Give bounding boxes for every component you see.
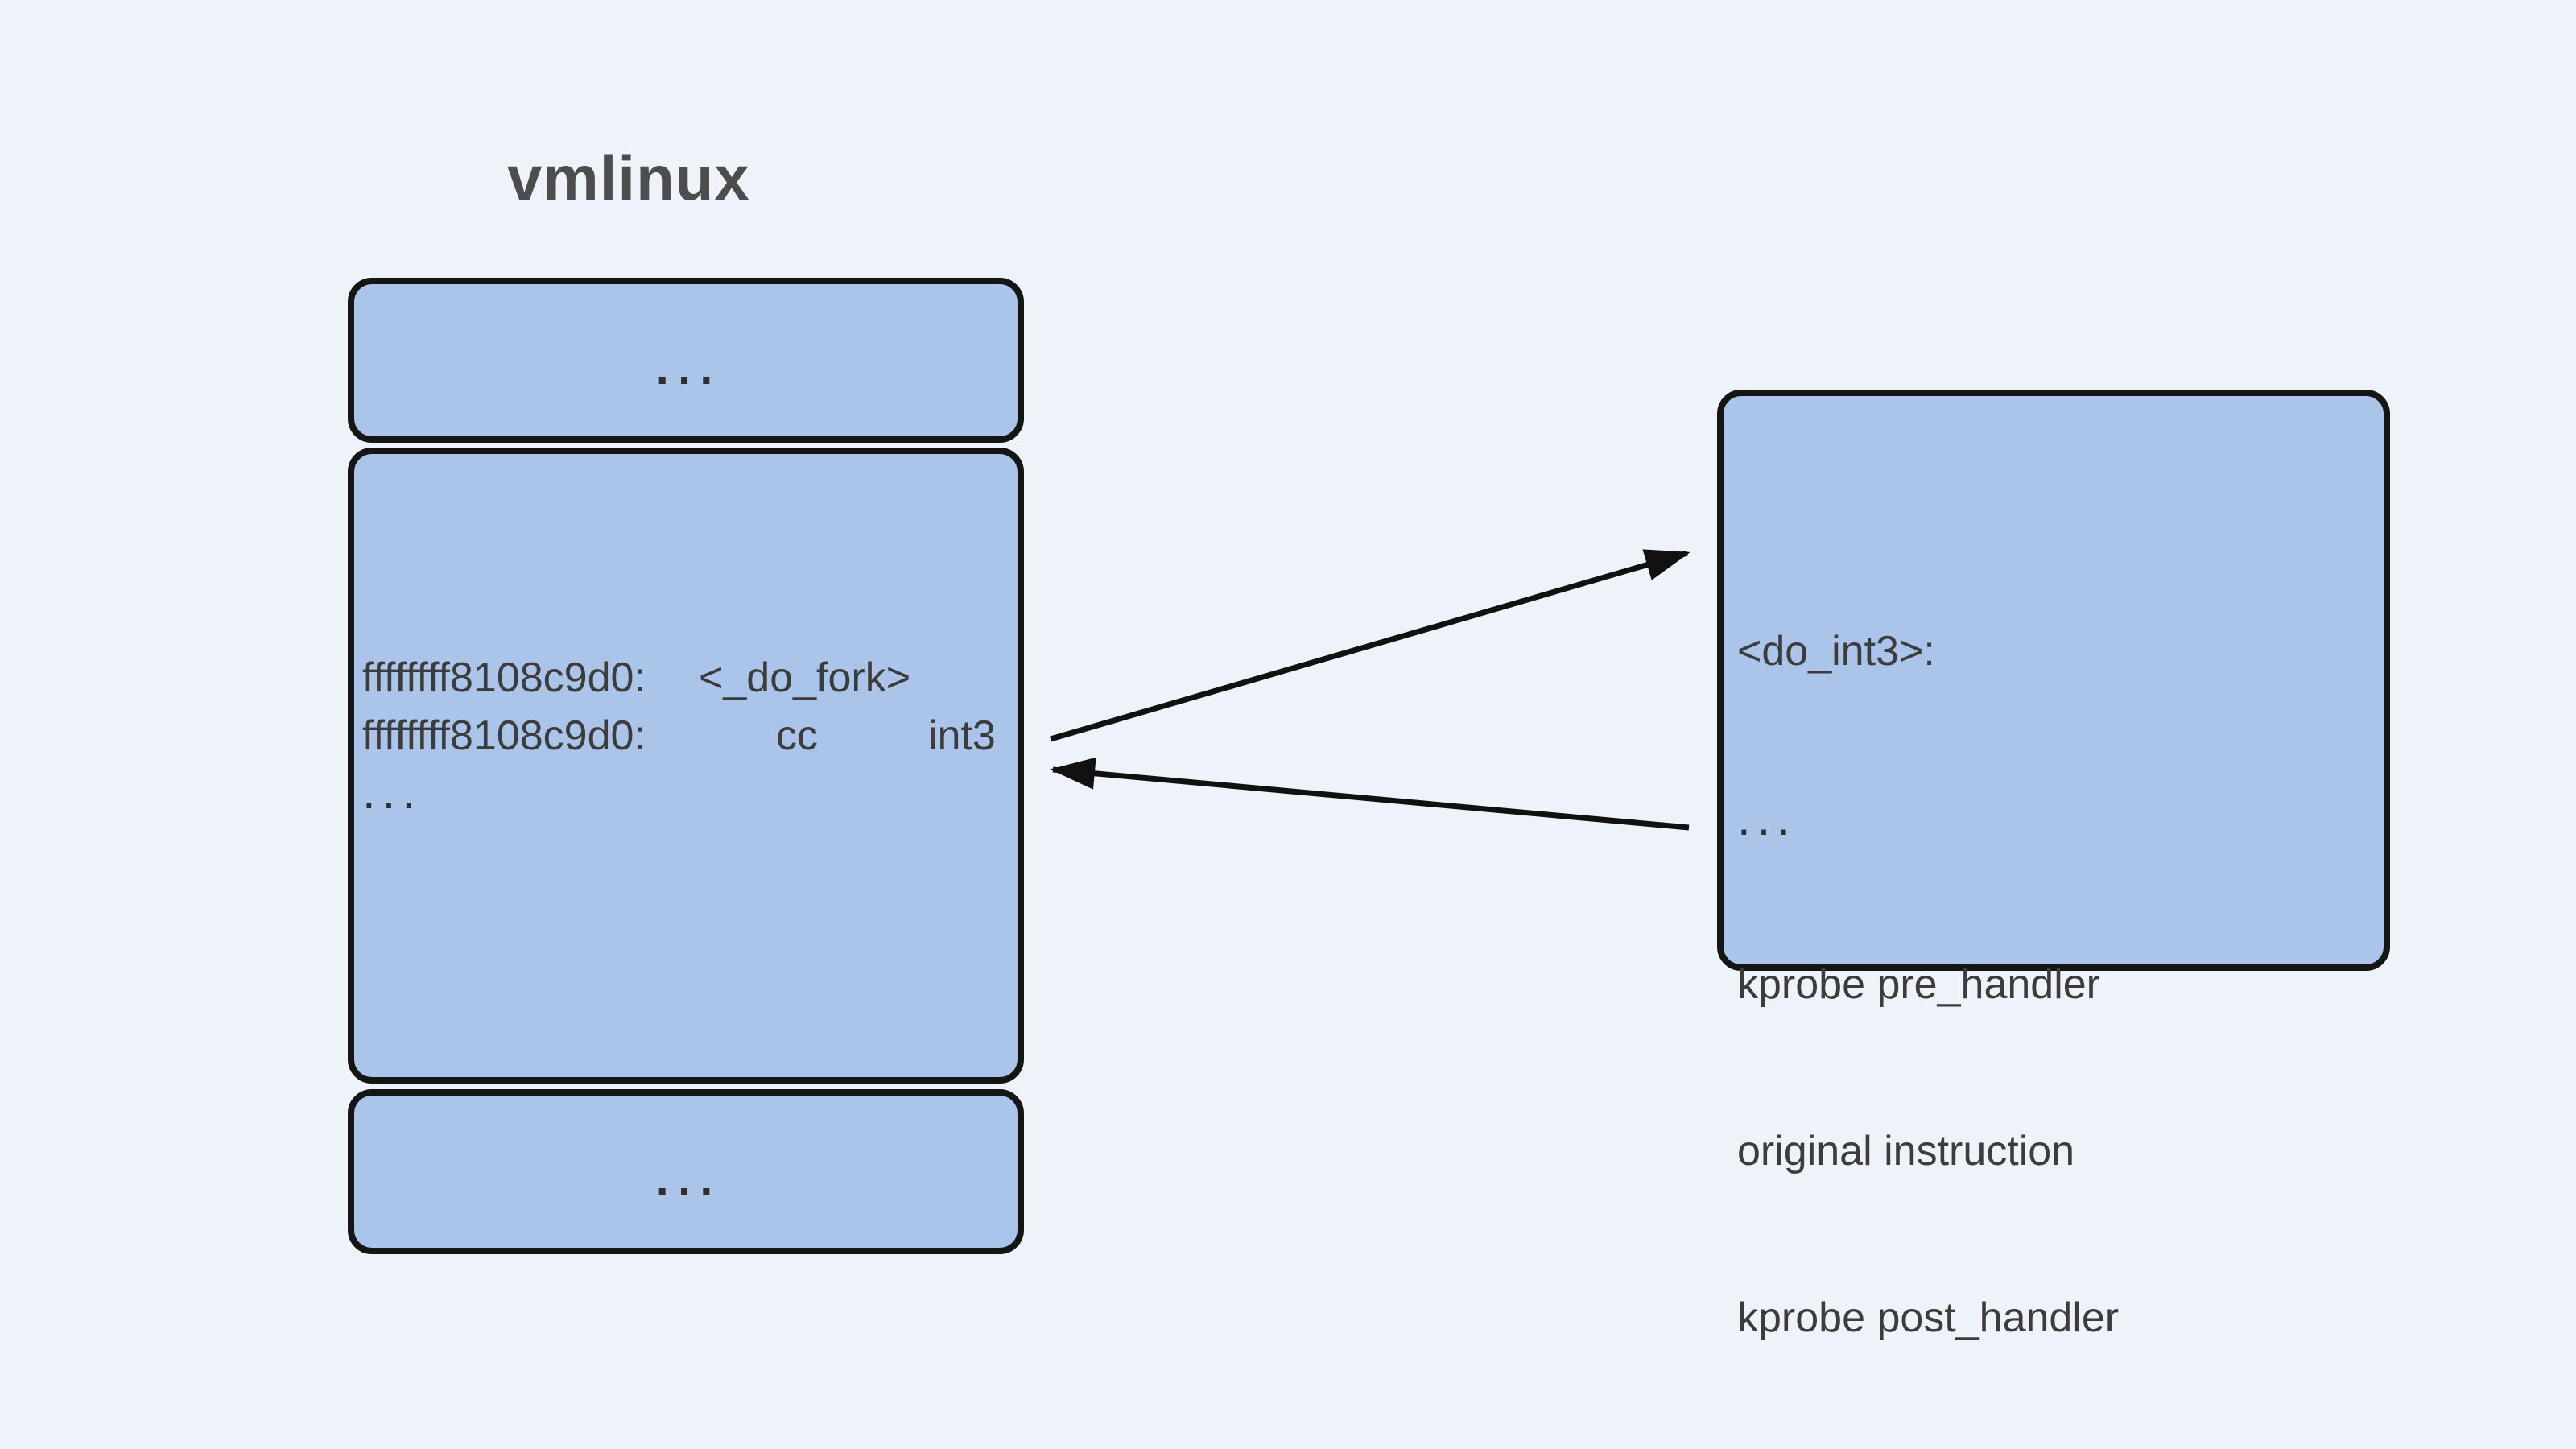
handler-code-lines: <do_int3>: ... kprobe pre_handler origin… xyxy=(1737,513,2119,1449)
instruction-mnemonic: int3 xyxy=(928,712,996,759)
kernel-section-below-box: ... xyxy=(348,1089,1024,1254)
handler-symbol-label: <do_int3>: xyxy=(1737,628,1935,675)
do-int3-handler-box: <do_int3>: ... kprobe pre_handler origin… xyxy=(1717,390,2390,1341)
code-line-int3: ffffffff8108c9d0: cc int3 xyxy=(354,715,1018,757)
arrow-return-to-do-fork xyxy=(1050,757,1690,831)
ellipsis-label: ... xyxy=(362,765,423,819)
instruction-address: ffffffff8108c9d0: xyxy=(362,712,646,759)
arrow-int3-to-do-int3 xyxy=(1050,549,1690,742)
instruction-address: ffffffff8108c9d0: xyxy=(362,654,646,701)
ellipsis-label: ... xyxy=(652,1133,719,1210)
ellipsis-label: ... xyxy=(652,322,719,398)
kprobe-post-handler-label: kprobe post_handler xyxy=(1737,1294,2120,1341)
page-title: vmlinux xyxy=(507,142,750,213)
original-instruction-label: original instruction xyxy=(1737,1128,2075,1174)
function-symbol: <_do_fork> xyxy=(699,654,911,701)
do-fork-function-box: ffffffff8108c9d0: <_do_fork> ffffffff810… xyxy=(348,448,1024,1084)
opcode-bytes: cc xyxy=(776,712,818,759)
code-line-symbol: ffffffff8108c9d0: <_do_fork> xyxy=(354,657,1018,699)
ellipsis-label: ... xyxy=(1737,791,1798,845)
kprobe-pre-handler-label: kprobe pre_handler xyxy=(1737,961,2100,1008)
kernel-section-above-box: ... xyxy=(348,278,1024,443)
